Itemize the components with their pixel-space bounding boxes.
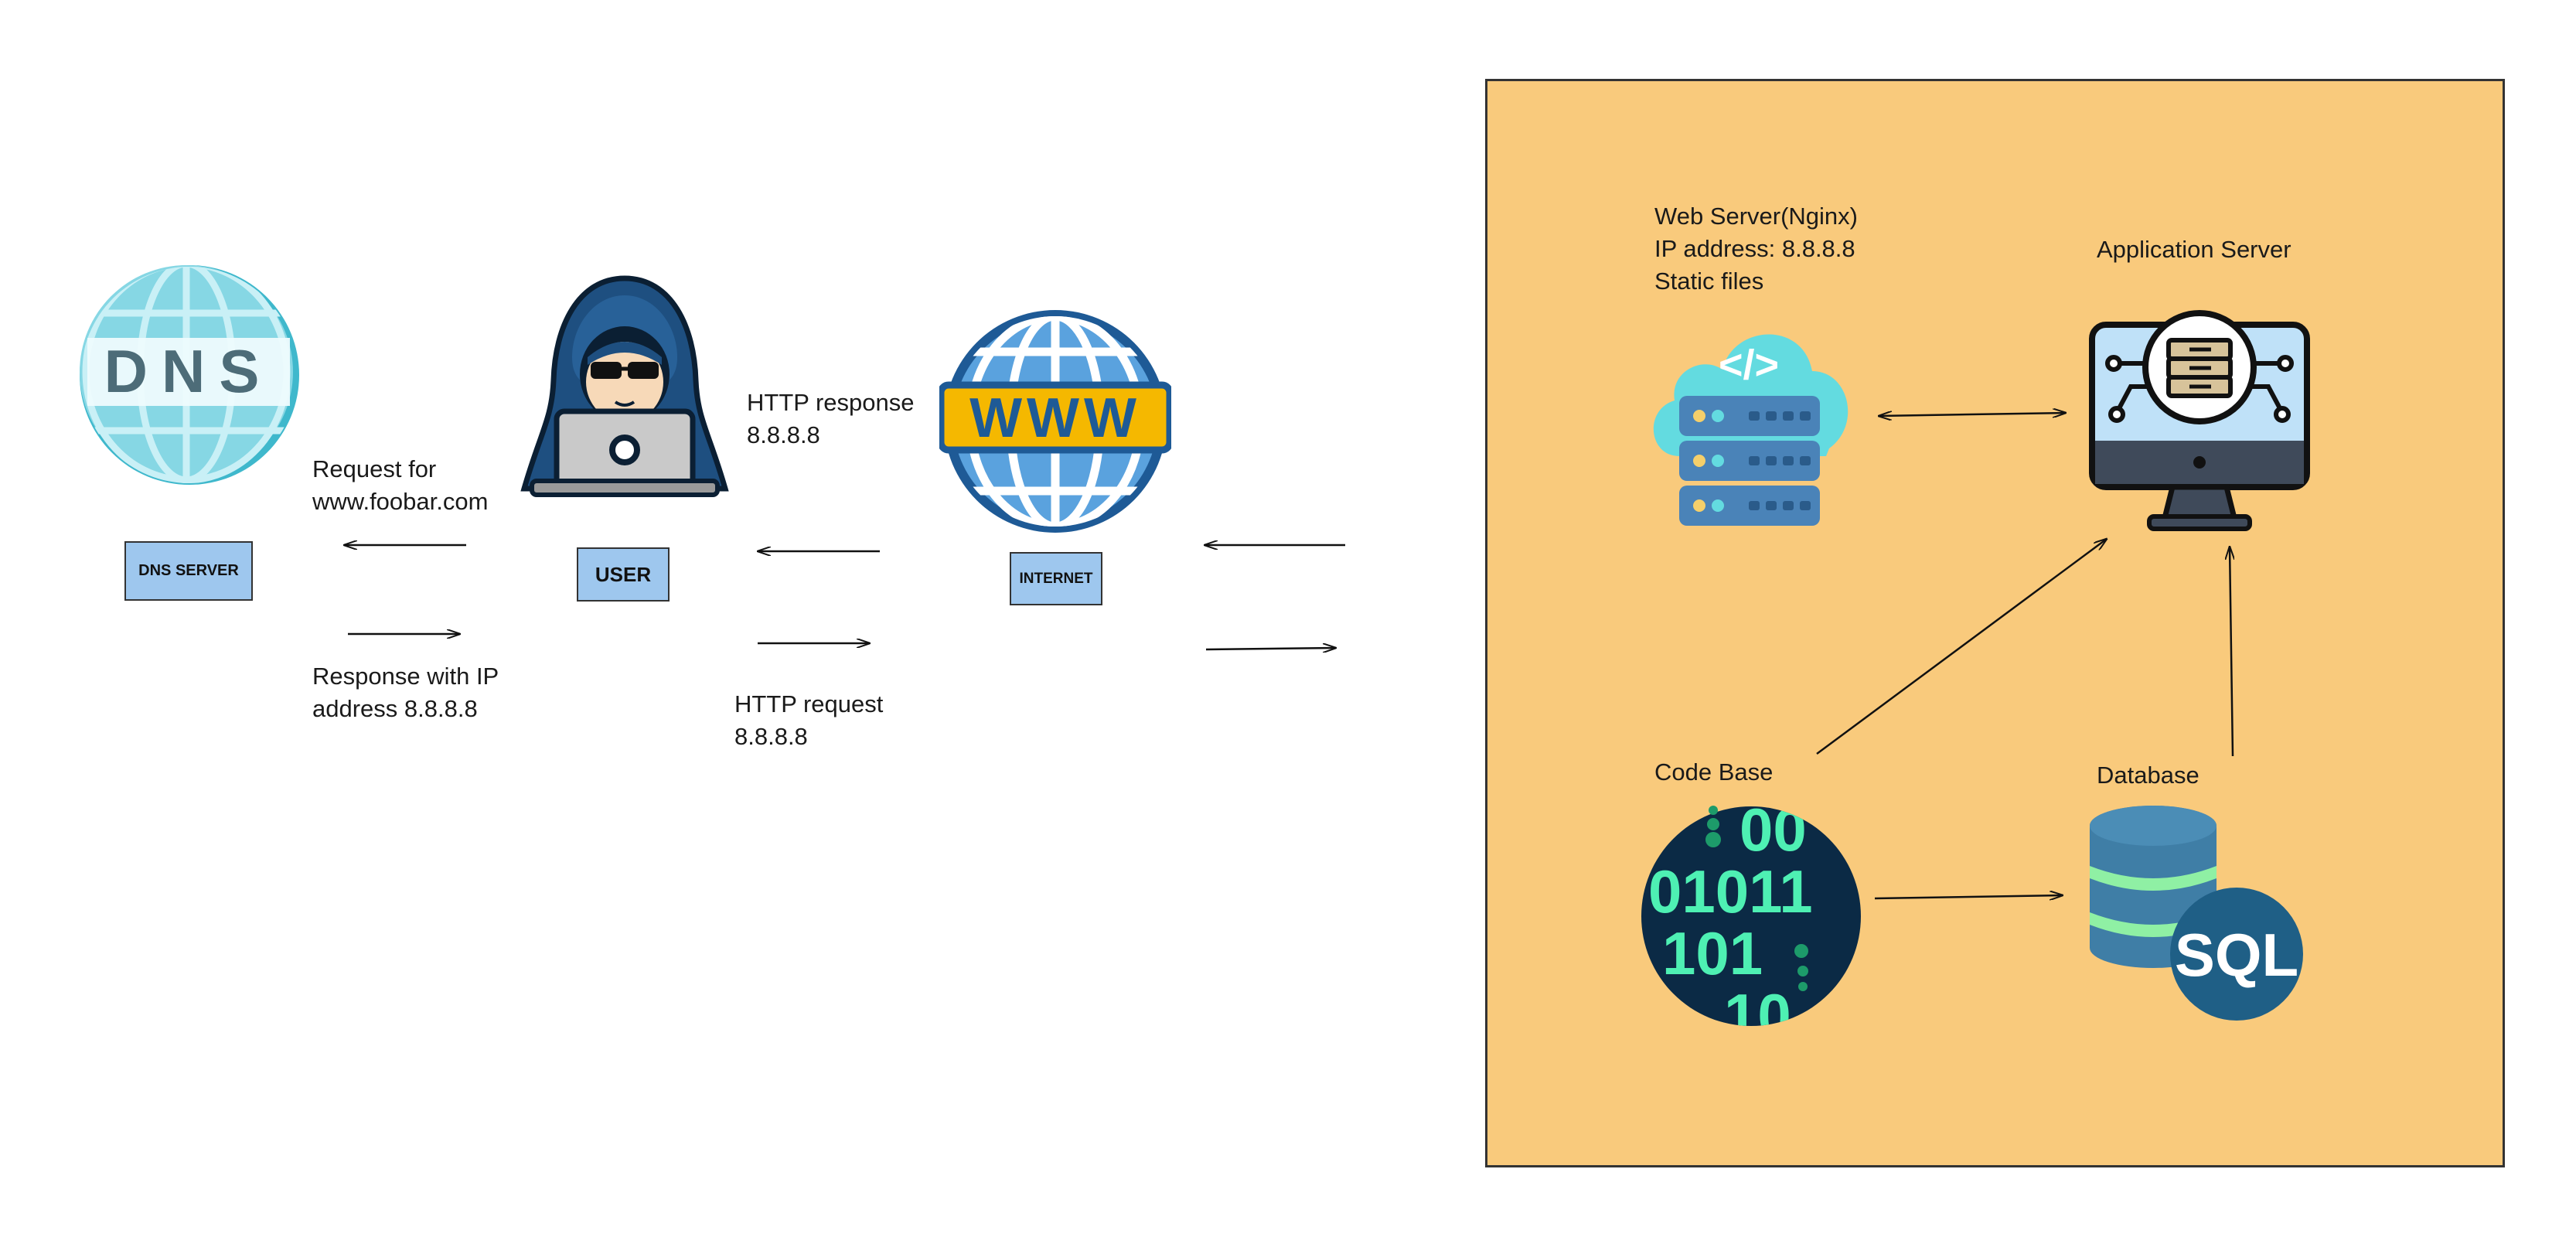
http-request-line1: HTTP request <box>734 690 884 717</box>
server-box <box>1485 79 2505 1167</box>
arrow-internet-to-server <box>1205 648 1336 649</box>
web-server-cloud-icon: </> <box>1653 334 1849 526</box>
internet-label-text: INTERNET <box>1019 570 1093 587</box>
http-response-text: HTTP response 8.8.8.8 <box>747 387 915 452</box>
binary-row-4: 10 <box>1724 981 1791 1028</box>
internet-label: INTERNET <box>1010 552 1102 605</box>
arrow-code-to-db <box>1874 895 2063 898</box>
app-server-label: Application Server <box>2097 236 2291 263</box>
http-response-line1: HTTP response <box>747 389 915 416</box>
dns-request-line1: Request for <box>312 455 437 482</box>
dns-response-text: Response with IP address 8.8.8.8 <box>312 660 499 725</box>
dns-server-label-text: DNS SERVER <box>138 562 239 579</box>
dns-response-line1: Response with IP <box>312 663 499 690</box>
web-server-line2: IP address: 8.8.8.8 <box>1654 235 1855 262</box>
http-request-text: HTTP request 8.8.8.8 <box>734 688 883 753</box>
app-server-monitor-icon <box>2089 310 2310 531</box>
database-label: Database <box>2097 762 2199 789</box>
code-base-label: Code Base <box>1654 758 1774 786</box>
www-icon-text: WWW <box>969 387 1141 449</box>
database-sql-icon: SQL <box>2090 806 2303 1021</box>
dns-response-line2: address 8.8.8.8 <box>312 695 478 722</box>
dns-server-label: DNS SERVER <box>124 541 253 601</box>
dns-request-text: Request for www.foobar.com <box>312 453 488 518</box>
sql-icon-text: SQL <box>2175 921 2298 989</box>
user-label: USER <box>577 547 670 602</box>
web-server-line3: Static files <box>1654 268 1764 295</box>
web-server-line1: Web Server(Nginx) <box>1654 203 1859 230</box>
binary-row-1: 00 <box>1739 804 1807 864</box>
dns-icon-text: DNS <box>104 337 274 405</box>
user-hacker-icon <box>520 275 729 497</box>
arrow-code-to-app <box>1816 539 2107 755</box>
dns-request-line2: www.foobar.com <box>312 488 489 515</box>
web-server-text: Web Server(Nginx) IP address: 8.8.8.8 St… <box>1654 200 1858 298</box>
dns-globe-icon: DNS <box>80 265 299 485</box>
binary-row-3: 101 <box>1662 919 1763 987</box>
svg-text:</>: </> <box>1719 342 1779 388</box>
user-label-text: USER <box>595 562 652 586</box>
code-base-binary-icon: 00 01011 101 10 <box>1641 804 1861 1028</box>
binary-row-2: 01011 <box>1648 857 1813 925</box>
arrow-web-app-bidirectional <box>1879 413 2066 416</box>
www-globe-icon: WWW <box>939 310 1171 533</box>
http-request-line2: 8.8.8.8 <box>734 723 808 750</box>
http-response-line2: 8.8.8.8 <box>747 421 820 448</box>
arrow-db-to-app <box>2230 547 2233 757</box>
